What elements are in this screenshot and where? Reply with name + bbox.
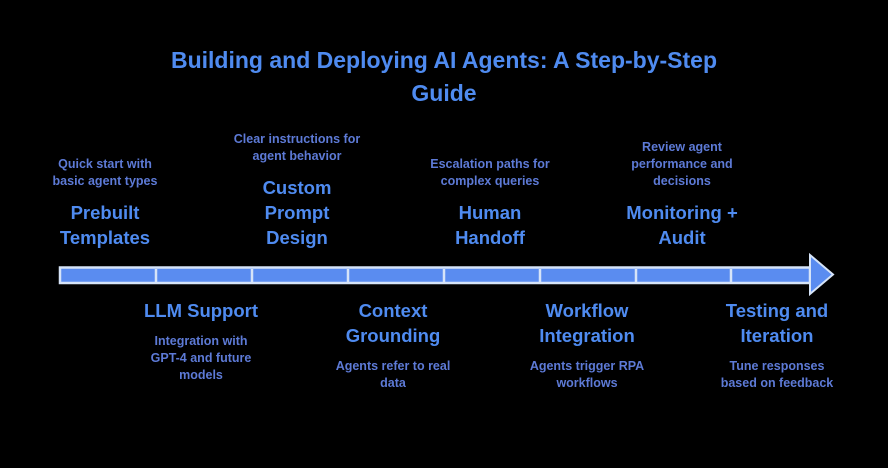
milestone-title: Context Grounding — [345, 300, 441, 346]
milestone-monitoring-audit: Review agent performance and decisions M… — [597, 139, 767, 250]
milestone-description: Tune responses based on feedback — [720, 359, 834, 390]
milestone-prebuilt-templates: Quick start with basic agent types Prebu… — [30, 156, 180, 250]
milestone-title: LLM Support — [143, 300, 259, 321]
milestone-title: Human Handoff — [455, 202, 525, 248]
arrow-bar — [58, 266, 812, 285]
milestone-title: Prebuilt Templates — [59, 202, 151, 248]
milestone-description: Agents trigger RPA workflows — [529, 359, 645, 390]
milestone-description: Quick start with basic agent types — [52, 157, 158, 188]
milestone-title: Custom Prompt Design — [262, 177, 332, 248]
milestone-context-grounding: Context Grounding Agents refer to real d… — [308, 298, 478, 392]
milestone-title: Workflow Integration — [539, 300, 635, 346]
milestone-testing-iteration: Testing and Iteration Tune responses bas… — [687, 298, 867, 392]
arrowhead-icon — [809, 252, 835, 297]
timeline-arrow — [58, 252, 835, 297]
milestone-title: Monitoring + Audit — [626, 202, 738, 248]
milestone-workflow-integration: Workflow Integration Agents trigger RPA … — [497, 298, 677, 392]
milestone-human-handoff: Escalation paths for complex queries Hum… — [405, 156, 575, 250]
milestone-description: Integration with GPT-4 and future models — [150, 334, 252, 382]
milestone-title: Testing and Iteration — [725, 300, 829, 346]
milestone-description: Review agent performance and decisions — [631, 140, 733, 188]
milestone-llm-support: LLM Support Integration with GPT-4 and f… — [116, 298, 286, 384]
milestone-description: Escalation paths for complex queries — [430, 157, 550, 188]
page-title: Building and Deploying AI Agents: A Step… — [170, 47, 718, 106]
milestone-description: Agents refer to real data — [335, 359, 451, 390]
milestone-description: Clear instructions for agent behavior — [233, 132, 361, 163]
milestone-custom-prompt-design: Clear instructions for agent behavior Cu… — [222, 131, 372, 250]
